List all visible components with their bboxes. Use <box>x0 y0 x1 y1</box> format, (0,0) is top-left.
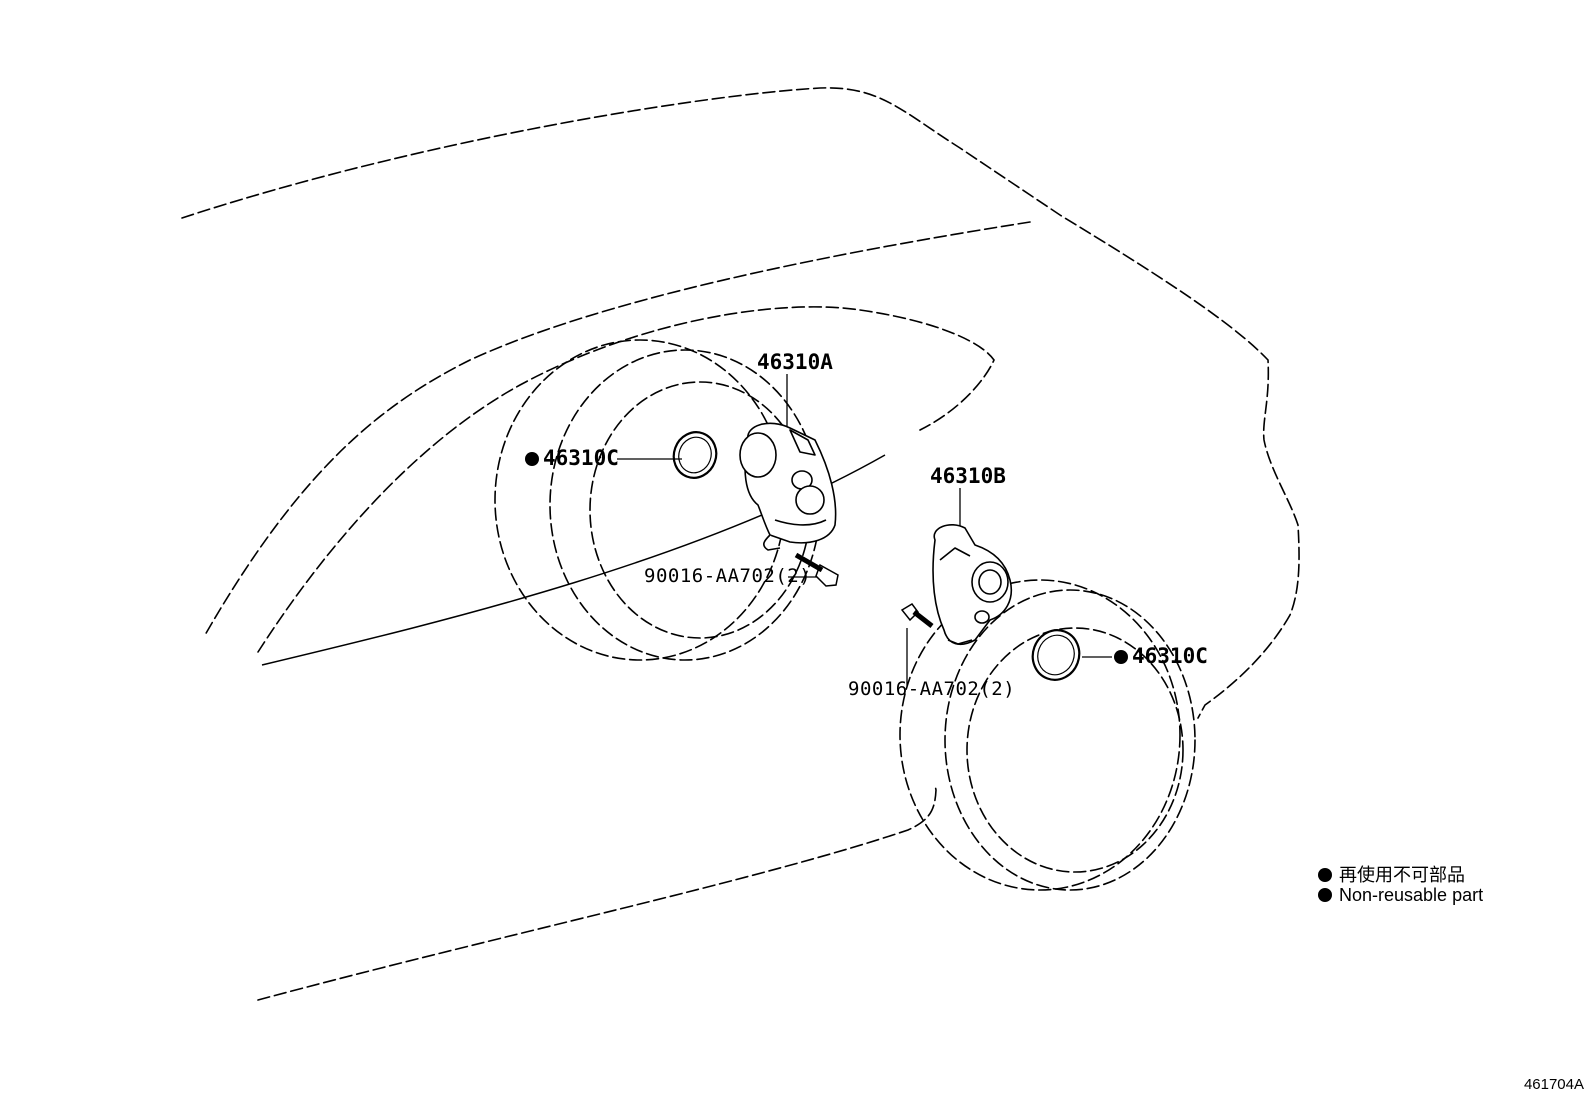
actuator-a-drawing <box>739 422 837 551</box>
bolt-drawings <box>794 552 934 628</box>
front-wheel-outer <box>494 339 786 661</box>
figure-id: 461704A <box>1523 1076 1584 1093</box>
vehicle-beltline <box>204 221 1031 636</box>
legend-line-english: Non-reusable part <box>1318 885 1483 906</box>
vehicle-roofline <box>181 87 1300 719</box>
legend-bullet <box>1318 888 1332 902</box>
gasket-ring-right <box>1031 629 1081 681</box>
gasket-right-label: 46310C <box>1132 644 1208 668</box>
callout-gasket-right: 46310C <box>1114 644 1208 668</box>
callout-actuator-b: 46310B <box>930 464 1006 488</box>
callout-gasket-left: 46310C <box>525 446 619 470</box>
legend-text-en: Non-reusable part <box>1339 885 1484 905</box>
gasket-ring-left <box>672 431 718 479</box>
gasket-ring-left-inner <box>678 436 712 474</box>
vehicle-sill <box>257 784 937 1001</box>
rear-wheel-tread <box>944 589 1196 891</box>
rear-wheel-outer <box>899 579 1181 891</box>
actuator-b-drawing <box>932 524 1012 646</box>
legend-text-jp: 再使用不可部品 <box>1339 865 1465 885</box>
gasket-ring-right-inner <box>1037 634 1075 676</box>
callout-bolt-left: 90016-AA702(2) <box>644 565 812 587</box>
callout-bolt-right: 90016-AA702(2) <box>848 678 1016 700</box>
legend-line-japanese: 再使用不可部品 <box>1318 861 1465 887</box>
front-fender-arch <box>257 306 995 653</box>
rear-wheel-rim <box>966 627 1184 873</box>
gasket-left-label: 46310C <box>543 446 619 470</box>
non-reusable-mark <box>1114 650 1128 664</box>
legend-bullet <box>1318 868 1332 882</box>
non-reusable-mark <box>525 452 539 466</box>
callout-actuator-a: 46310A <box>757 350 833 374</box>
